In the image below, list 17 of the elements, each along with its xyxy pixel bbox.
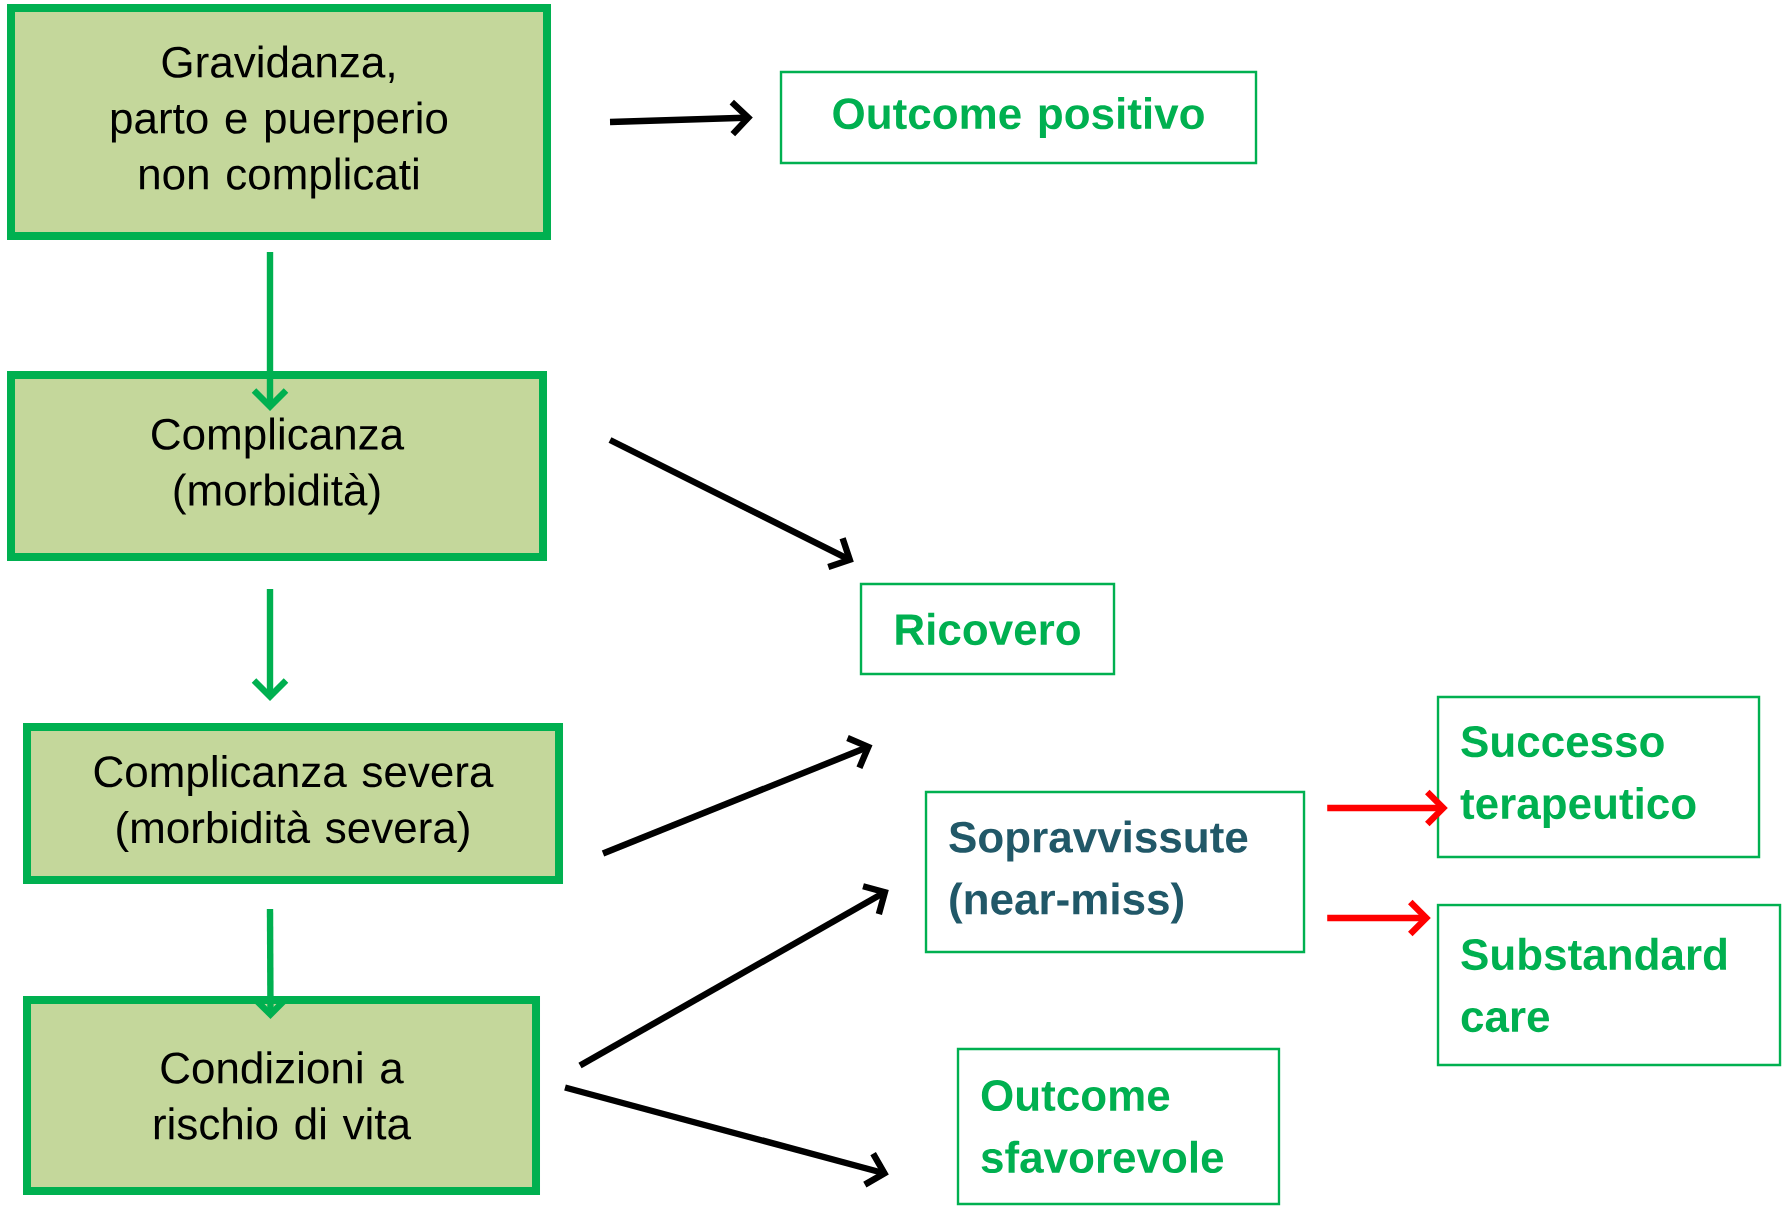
process-box: Complicanza (morbidità)	[7, 371, 547, 561]
arrow	[1327, 789, 1448, 827]
process-box: Complicanza severa (morbidità severa)	[23, 723, 563, 884]
outcome-box: Sopravvissute (near-miss)	[924, 790, 1306, 954]
process-box: Gravidanza, parto e puerperio non complicati	[7, 4, 551, 240]
outcome-box: Outcome positivo	[779, 70, 1258, 165]
outcome-box: Substandard care	[1436, 903, 1782, 1067]
outcome-box: Ricovero	[859, 582, 1116, 676]
arrow	[608, 437, 854, 570]
process-box: Condizioni a rischio di vita	[23, 996, 540, 1195]
arrow	[1327, 899, 1431, 937]
outcome-box: Outcome sfavorevole	[956, 1047, 1281, 1206]
arrow	[578, 883, 889, 1069]
arrow	[564, 1084, 889, 1188]
arrow	[609, 99, 753, 137]
outcome-box: Successo terapeutico	[1436, 695, 1761, 859]
arrow	[601, 735, 873, 857]
